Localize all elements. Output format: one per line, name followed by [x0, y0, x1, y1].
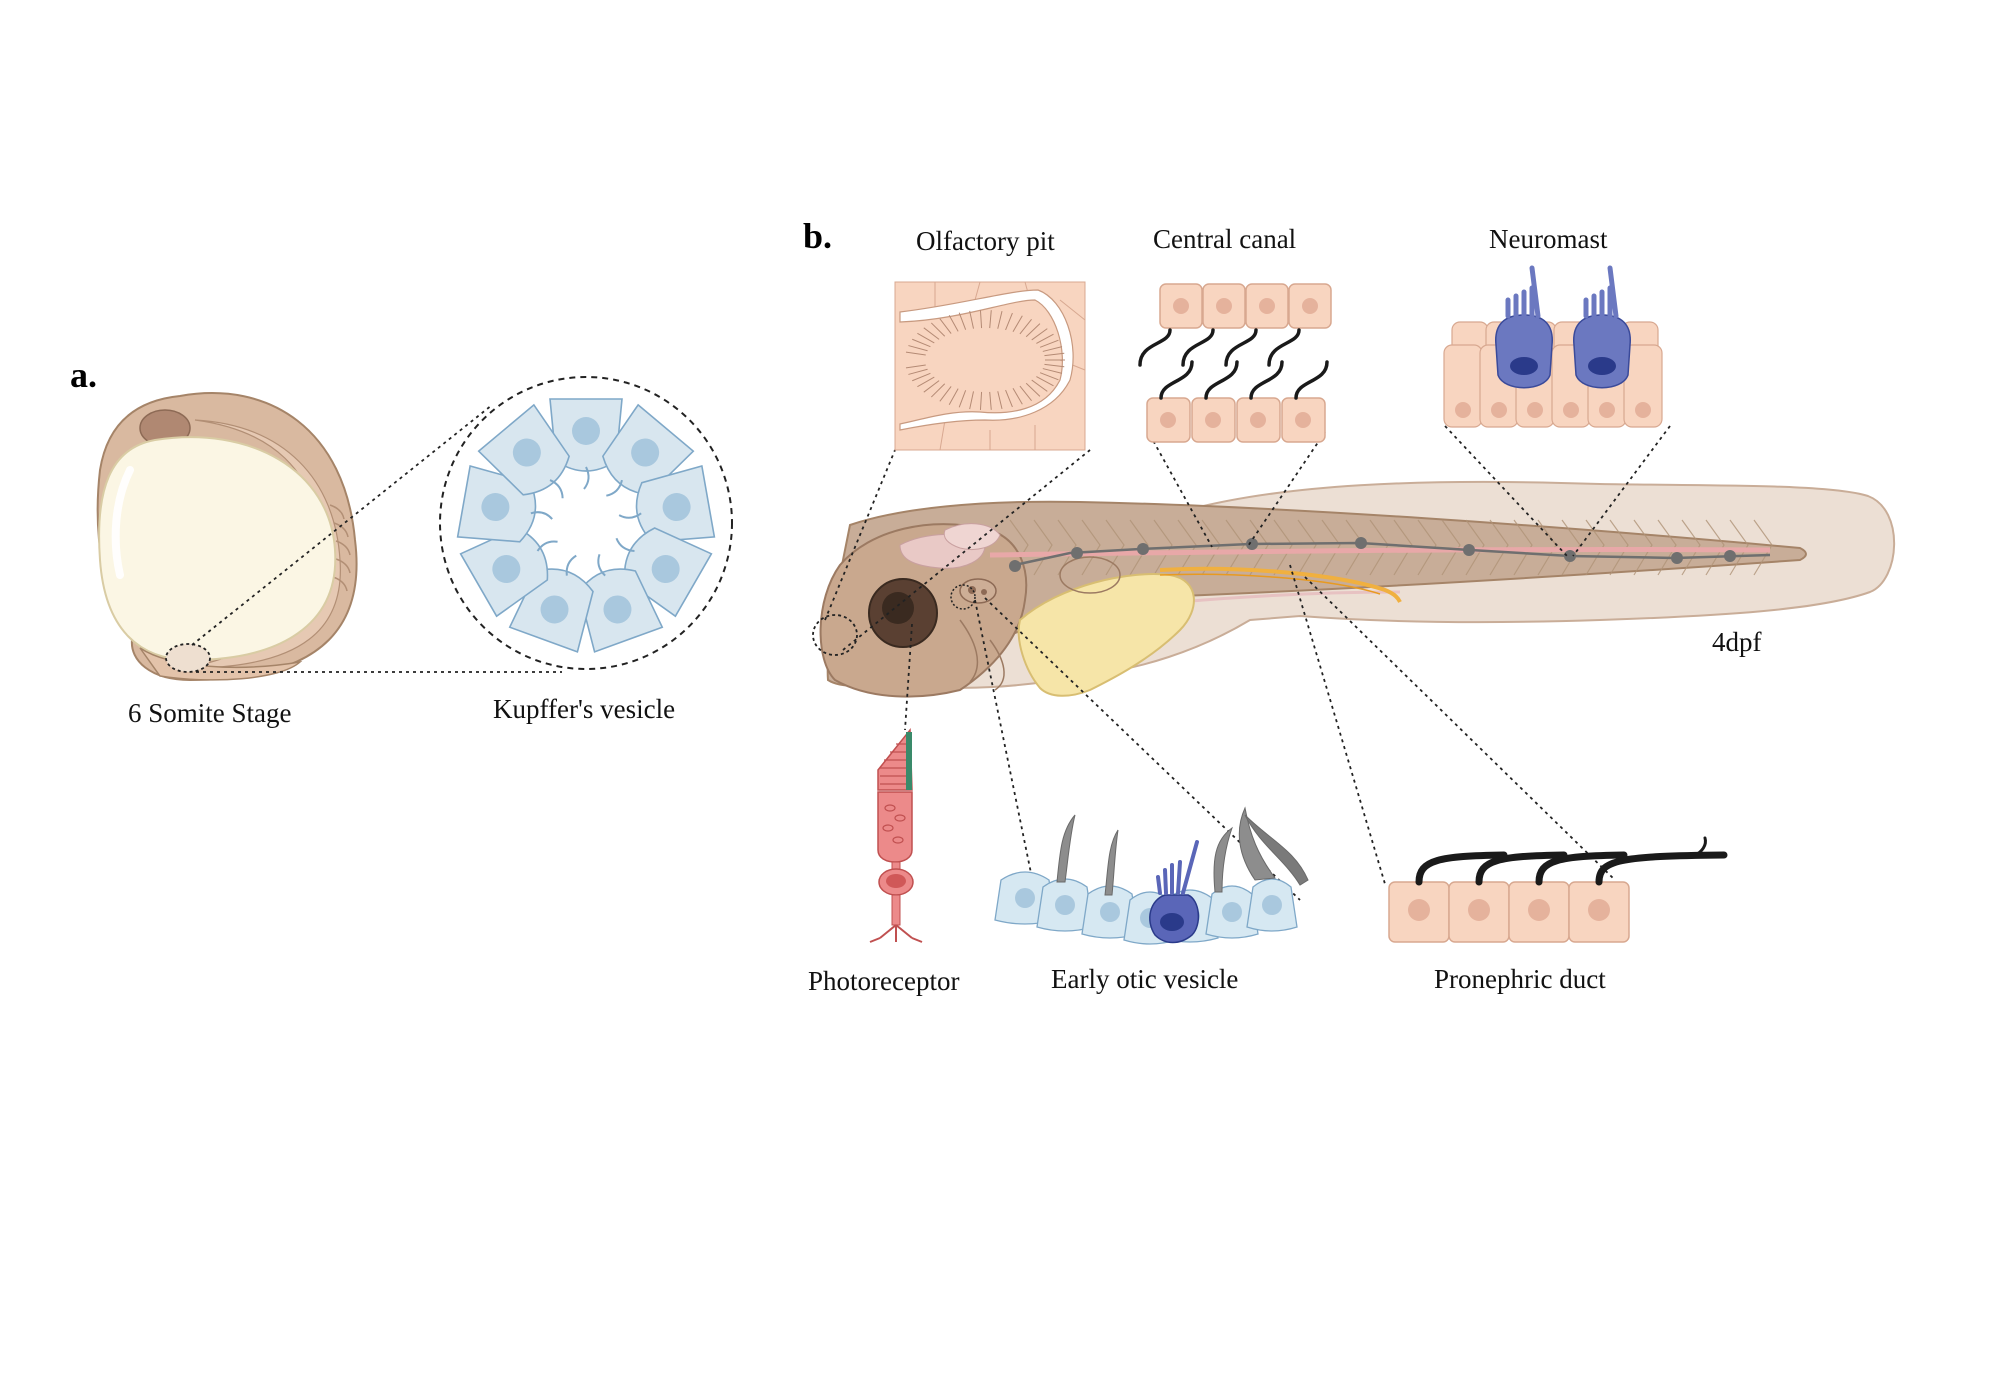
label-kupffers-vesicle: Kupffer's vesicle: [493, 694, 675, 724]
otic-cell: [1081, 885, 1139, 939]
kv-zoom-lines: [191, 404, 562, 673]
kv-cell: [549, 398, 623, 490]
kv-cilium: [618, 512, 642, 519]
label-pronephric-duct: Pronephric duct: [1434, 964, 1606, 994]
panel-label-a: a.: [70, 355, 97, 395]
neuromast-inset: [1443, 265, 1663, 428]
hair-cell: [1573, 265, 1631, 389]
label-photoreceptor: Photoreceptor: [808, 966, 959, 996]
duct-cilium: [1475, 851, 1568, 886]
hair-cell: [1495, 265, 1553, 389]
duct-cell: [1388, 881, 1450, 943]
kv-cilium: [615, 537, 635, 552]
canal-cell: [1281, 397, 1326, 443]
panel-label-b: b.: [803, 216, 832, 256]
kinocilium: [1607, 265, 1619, 319]
kv-cell: [578, 553, 664, 653]
canal-cilium: [1204, 360, 1239, 400]
duct-cilium: [1595, 851, 1728, 886]
canal-cell: [1236, 397, 1281, 443]
olfactory-pit-inset: [894, 281, 1086, 451]
support-cell: [1623, 344, 1663, 428]
duct-cell: [1508, 881, 1570, 943]
kv-cilium: [606, 479, 623, 497]
canal-cilium: [1138, 328, 1172, 367]
central-canal-inset: [1138, 283, 1332, 443]
duct-cilium: [1415, 851, 1508, 886]
duct-cell: [1568, 881, 1630, 943]
kv-cilium: [549, 479, 564, 499]
canal-cilium: [1267, 328, 1301, 367]
canal-cilium: [1181, 328, 1215, 367]
canal-cell: [1288, 283, 1332, 329]
canal-cell: [1191, 397, 1236, 443]
zoom-lines-b: [824, 425, 1671, 901]
duct-cilium-tip: [1693, 836, 1707, 857]
label-central-canal: Central canal: [1153, 224, 1296, 254]
kinocilium: [1529, 265, 1541, 319]
label-olfactory-pit: Olfactory pit: [916, 226, 1055, 256]
otic-vesicle-inset: [994, 806, 1309, 945]
canal-cell: [1245, 283, 1289, 329]
kv-cilium: [530, 511, 553, 520]
kv-cilium: [583, 466, 590, 490]
kv-cell: [477, 403, 571, 499]
canal-cilium: [1294, 360, 1329, 400]
pronephric-duct-inset: [1388, 836, 1728, 943]
otic-cell: [1036, 878, 1094, 932]
kv-cilium: [536, 540, 558, 552]
kv-cilium: [565, 554, 577, 576]
otic-cell: [1246, 878, 1298, 932]
embryo-6-somite: [96, 392, 358, 682]
support-cell: [1443, 344, 1483, 428]
kupffers-vesicle: [439, 376, 733, 670]
duct-cilium: [1535, 851, 1628, 886]
canal-cell: [1159, 283, 1203, 329]
canal-cilium: [1249, 360, 1284, 400]
label-4dpf: 4dpf: [1712, 627, 1762, 657]
duct-cell: [1448, 881, 1510, 943]
canal-cilium: [1159, 360, 1194, 400]
label-6-somite-stage: 6 Somite Stage: [128, 698, 292, 728]
canal-cell: [1202, 283, 1246, 329]
larva-4dpf: [812, 480, 1896, 698]
label-early-otic-vesicle: Early otic vesicle: [1051, 964, 1238, 994]
canal-cilium: [1224, 328, 1258, 367]
canal-cell: [1146, 397, 1191, 443]
kv-cilium: [597, 553, 606, 577]
photoreceptor-cell: [869, 727, 923, 943]
label-neuromast: Neuromast: [1489, 224, 1608, 254]
